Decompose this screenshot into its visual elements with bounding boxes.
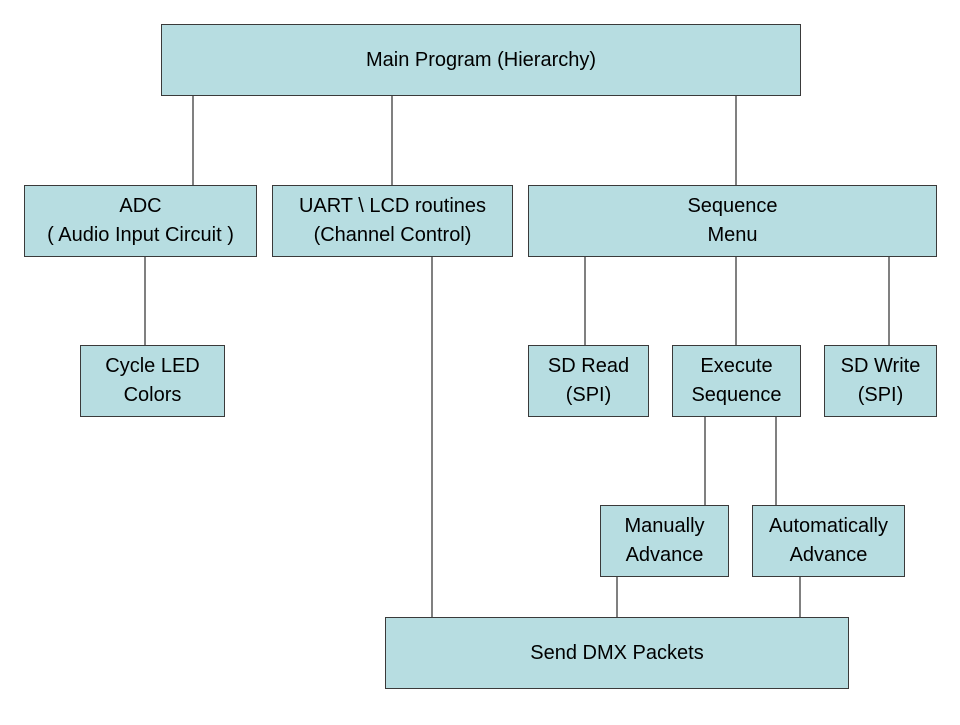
- sequence-menu-node: Sequence Menu: [528, 185, 937, 257]
- manually-advance-node: Manually Advance: [600, 505, 729, 577]
- manually-advance-label: Manually Advance: [624, 515, 705, 566]
- execute-sequence-node: Execute Sequence: [672, 345, 801, 417]
- cycle-led-node: Cycle LED Colors: [80, 345, 225, 417]
- adc-node: ADC ( Audio Input Circuit ): [24, 185, 257, 257]
- cycle-led-label: Cycle LED Colors: [105, 355, 200, 406]
- sd-write-label: SD Write (SPI): [840, 355, 921, 406]
- send-dmx-label: Send DMX Packets: [530, 641, 704, 664]
- send-dmx-node: Send DMX Packets: [385, 617, 849, 689]
- main-program-node: Main Program (Hierarchy): [161, 24, 801, 96]
- execute-sequence-label: Execute Sequence: [691, 355, 782, 406]
- sd-read-label: SD Read (SPI): [547, 355, 630, 406]
- sd-write-node: SD Write (SPI): [824, 345, 937, 417]
- main-program-label: Main Program (Hierarchy): [365, 48, 597, 71]
- automatically-advance-node: Automatically Advance: [752, 505, 905, 577]
- sd-read-node: SD Read (SPI): [528, 345, 649, 417]
- uart-lcd-label: UART \ LCD routines (Channel Control): [298, 195, 487, 246]
- sequence-menu-label: Sequence Menu: [687, 195, 778, 246]
- uart-lcd-node: UART \ LCD routines (Channel Control): [272, 185, 513, 257]
- automatically-advance-label: Automatically Advance: [769, 515, 888, 566]
- adc-label: ADC ( Audio Input Circuit ): [47, 195, 234, 246]
